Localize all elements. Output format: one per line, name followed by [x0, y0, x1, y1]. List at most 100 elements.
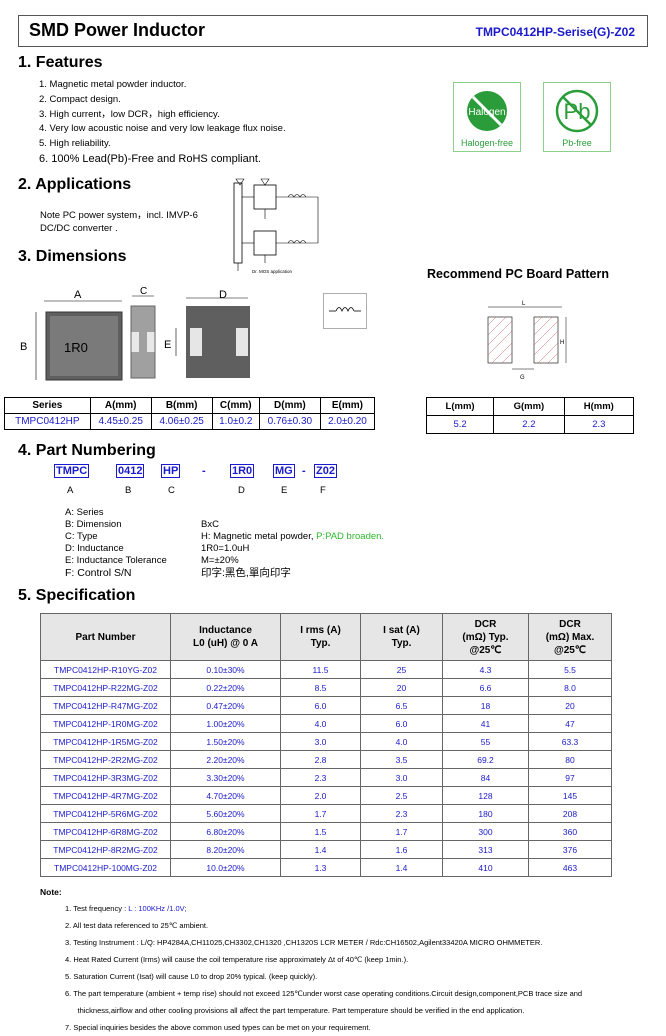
label-e: E [164, 339, 171, 351]
table-cell: 2.0±0.20 [319, 413, 376, 430]
table-cell: 180 [442, 804, 529, 823]
table-header-cell: DCR (mΩ) Typ. @25℃ [442, 613, 529, 661]
table-cell: 3.30±20% [170, 768, 281, 787]
document-title: SMD Power Inductor [29, 20, 206, 40]
note-item: 6. The part temperature (ambient + temp … [65, 989, 583, 998]
feature-item: 6. 100% Lead(Pb)-Free and RoHS compliant… [39, 152, 261, 165]
pn-code-a: TMPC [54, 464, 90, 478]
table-cell: 208 [528, 804, 612, 823]
legend-key: D: Inductance [65, 543, 124, 554]
table-cell: 6.6 [442, 678, 529, 697]
notes-heading: Note: [40, 887, 62, 897]
table-cell: 1.4 [360, 858, 443, 877]
dimension-drawing: A 1R0 B C D E [20, 286, 250, 381]
table-header-cell: DCR (mΩ) Max. @25℃ [528, 613, 612, 661]
pn-letter: C [168, 485, 175, 496]
table-cell: 2.3 [563, 415, 635, 434]
halogen-word: Halogen [468, 107, 505, 118]
table-cell: 360 [528, 822, 612, 841]
table-cell: 84 [442, 768, 529, 787]
application-text-2: DC/DC converter . [40, 223, 118, 234]
part-number-cell: TMPC0412HP-6R8MG-Z02 [40, 822, 171, 841]
table-header-cell: Inductance L0 (uH) @ 0 A [170, 613, 281, 661]
table-cell: 1.0±0.2 [211, 413, 260, 430]
table-cell: 3.5 [360, 750, 443, 769]
pn-legend-keys: A: Series B: Dimension C: Type D: Induct… [65, 507, 167, 579]
part-number-cell: TMPC0412HP-1R5MG-Z02 [40, 732, 171, 751]
table-cell: 410 [442, 858, 529, 877]
pn-letter: A [67, 485, 74, 496]
pcb-pattern-heading: Recommend PC Board Pattern [427, 267, 609, 281]
pb-free-logo: Pb Pb-free [543, 82, 611, 152]
features-list: 1. Magnetic metal powder inductor. 2. Co… [39, 78, 286, 167]
marking-text: 1R0 [64, 340, 88, 355]
table-cell: 25 [360, 660, 443, 679]
table-cell: 10.0±20% [170, 858, 281, 877]
legend-value: 1R0=1.0uH [201, 543, 250, 554]
note-item: thickness,airflow and other cooling prov… [65, 1006, 525, 1015]
table-cell: 2.0 [280, 786, 361, 805]
table-cell: 2.5 [360, 786, 443, 805]
table-cell: 2.8 [280, 750, 361, 769]
pn-code-c: HP [161, 464, 181, 478]
table-cell: 6.0 [280, 696, 361, 715]
table-cell: 145 [528, 786, 612, 805]
table-cell: 4.06±0.25 [150, 413, 213, 430]
table-cell: 128 [442, 786, 529, 805]
pb-word: Pb [564, 99, 591, 124]
table-header-row: L(mm) G(mm) H(mm) [425, 397, 635, 416]
label-g: G [520, 375, 525, 381]
table-cell: 4.0 [280, 714, 361, 733]
table-cell: 8.0 [528, 678, 612, 697]
table-cell: 1.00±20% [170, 714, 281, 733]
table-header-cell: Series [4, 397, 91, 414]
pn-dash: - [202, 465, 206, 477]
table-cell: 4.45±0.25 [89, 413, 152, 430]
inductor-symbol-icon [323, 293, 367, 329]
table-header-cell: L(mm) [425, 397, 495, 416]
table-header-cell: D(mm) [258, 397, 321, 414]
part-number-cell: TMPC0412HP-3R3MG-Z02 [40, 768, 171, 787]
specification-heading: 5. Specification [18, 587, 136, 604]
table-row: TMPC0412HP 4.45±0.25 4.06±0.25 1.0±0.2 0… [4, 413, 376, 430]
table-header-cell: Part Number [40, 613, 171, 661]
circuit-caption: Dr. MOS application [252, 269, 293, 274]
application-text-1: Note PC power system，incl. IMVP-6 [40, 210, 198, 221]
part-number-cell: TMPC0412HP-4R7MG-Z02 [40, 786, 171, 805]
table-cell: 1.6 [360, 840, 443, 859]
part-number-cell: TMPC0412HP-100MG-Z02 [40, 858, 171, 877]
note-item: 7. Special inquiries besides the above c… [65, 1023, 371, 1032]
pn-legend-values: BxC H: Magnetic metal powder, P:PAD broa… [201, 519, 384, 579]
legend-key: B: Dimension [65, 519, 122, 530]
table-cell: 6.0 [360, 714, 443, 733]
note-item: 2. All test data referenced to 25℃ ambie… [65, 921, 209, 930]
label-h: H [560, 340, 564, 346]
table-cell: 300 [442, 822, 529, 841]
table-cell: 11.5 [280, 660, 361, 679]
applications-heading: 2. Applications [18, 176, 132, 193]
table-header-cell: H(mm) [563, 397, 635, 416]
table-header-cell: B(mm) [150, 397, 213, 414]
table-header-cell: G(mm) [493, 397, 565, 416]
table-cell: 5.2 [425, 415, 495, 434]
table-cell: 2.3 [280, 768, 361, 787]
table-cell: 2.3 [360, 804, 443, 823]
legend-key: C: Type [65, 531, 98, 542]
table-cell: 0.10±30% [170, 660, 281, 679]
table-cell: 8.20±20% [170, 840, 281, 859]
table-cell: 80 [528, 750, 612, 769]
legend-key: F: Control S/N [65, 567, 132, 579]
pn-code-b: 0412 [116, 464, 145, 478]
table-cell: 55 [442, 732, 529, 751]
table-cell: 5.60±20% [170, 804, 281, 823]
note-item: 4. Heat Rated Current (Irms) will cause … [65, 955, 409, 964]
